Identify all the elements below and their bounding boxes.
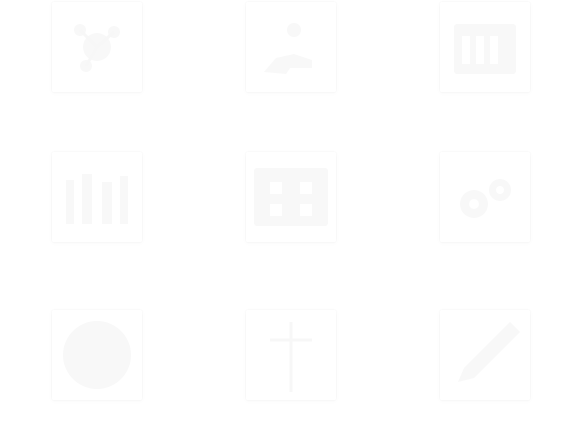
pin-icon xyxy=(270,322,312,392)
tile-grid[interactable] xyxy=(246,152,336,242)
molecule-icon xyxy=(74,24,120,72)
bar-chart-icon xyxy=(66,174,128,224)
tile-hand-cursor[interactable] xyxy=(246,2,336,92)
grid-icon xyxy=(254,168,328,226)
tile-molecule[interactable] xyxy=(52,2,142,92)
circle-icon xyxy=(63,321,131,389)
tile-calendar[interactable] xyxy=(440,2,530,92)
tile-pin[interactable] xyxy=(246,310,336,400)
pencil-icon xyxy=(458,322,520,382)
tile-pencil[interactable] xyxy=(440,310,530,400)
tile-bar-chart[interactable] xyxy=(52,152,142,242)
hand-cursor-icon xyxy=(264,23,312,74)
tile-circle[interactable] xyxy=(52,310,142,400)
gears-icon xyxy=(460,179,511,218)
tile-gears[interactable] xyxy=(440,152,530,242)
calendar-icon xyxy=(454,24,516,74)
